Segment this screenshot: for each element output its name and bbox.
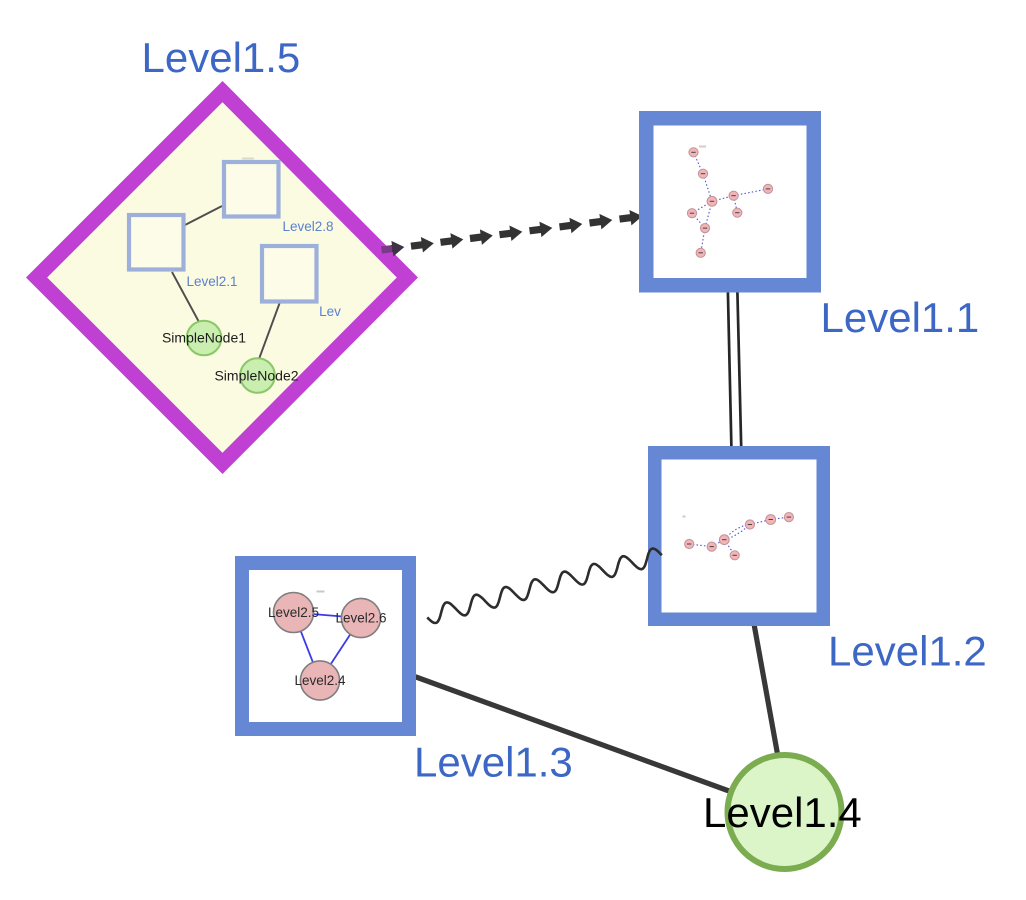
svg-text:Level1.5: Level1.5 [142, 34, 301, 81]
svg-text:Level1.4: Level1.4 [703, 789, 862, 836]
svg-text:Level1.1: Level1.1 [821, 294, 980, 341]
svg-text:Level2.5: Level2.5 [268, 605, 319, 620]
svg-text:Level2.6: Level2.6 [335, 611, 386, 626]
svg-text:Level1.3: Level1.3 [414, 739, 573, 786]
svg-text:Level1.2: Level1.2 [828, 628, 987, 675]
svg-text:Level2.4: Level2.4 [294, 673, 346, 688]
svg-text:Lev: Lev [319, 304, 341, 319]
svg-text:SimpleNode1: SimpleNode1 [162, 330, 246, 346]
svg-text:Level2.8: Level2.8 [282, 219, 333, 234]
svg-text:Level2.1: Level2.1 [186, 274, 237, 289]
svg-text:SimpleNode2: SimpleNode2 [214, 368, 298, 384]
